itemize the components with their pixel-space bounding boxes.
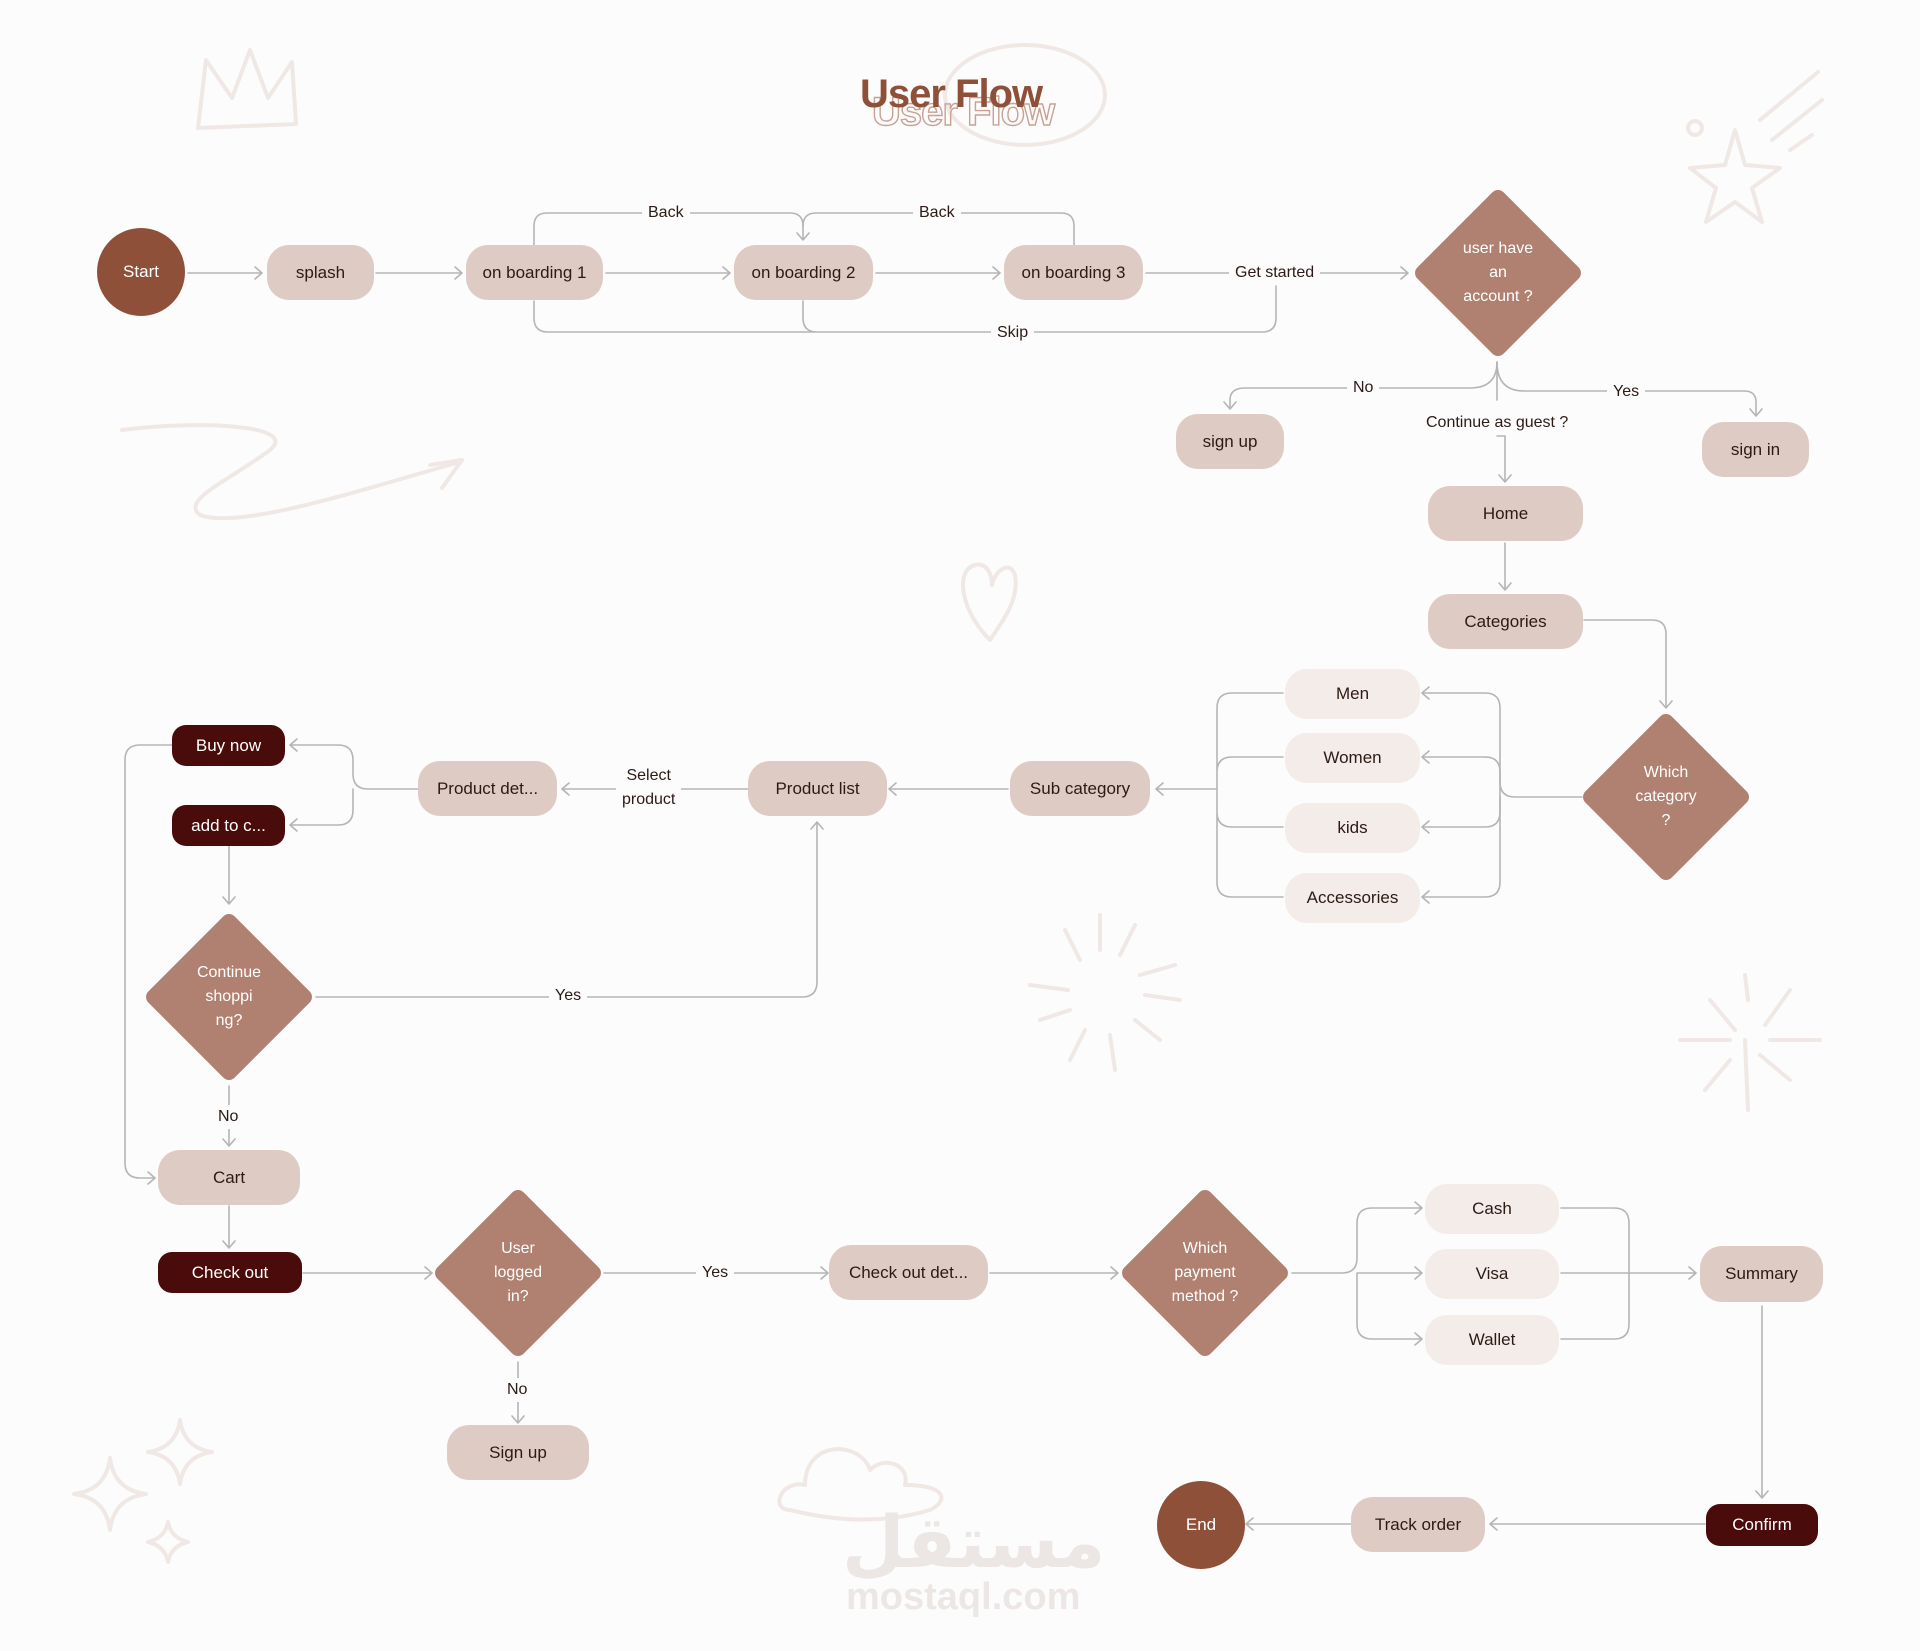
node-confirm[interactable]: Confirm <box>1706 1504 1818 1546</box>
edge-which-women <box>1421 750 1501 798</box>
edge-label-get-started: Get started <box>1229 261 1321 285</box>
edge-summary-confirm <box>1755 1305 1769 1499</box>
edge-label-no-account: No <box>1347 376 1380 400</box>
edge-men-sub <box>1155 692 1284 898</box>
node-sign-up-2[interactable]: Sign up <box>447 1425 589 1480</box>
edge-productdetails-buy <box>289 738 419 790</box>
edge-cart-checkout <box>222 1205 236 1249</box>
edge-sub-productlist <box>888 782 1009 796</box>
watermark-arabic: مستقل <box>842 1503 1106 1583</box>
edge-label-yes-logged: Yes <box>696 1261 735 1285</box>
crown-doodle <box>196 48 298 130</box>
node-onboarding-3[interactable]: on boarding 3 <box>1004 245 1143 300</box>
node-splash[interactable]: splash <box>267 245 374 300</box>
decision-has-account[interactable]: user have an account ? <box>1411 186 1585 360</box>
edge-label-select-product: Select product <box>616 764 682 812</box>
burst-doodle <box>1028 913 1182 1072</box>
edge-label-back-1: Back <box>642 201 690 225</box>
watermark-latin: mostaql.com <box>846 1576 1081 1618</box>
edge-label-back-2: Back <box>913 201 961 225</box>
node-accessories[interactable]: Accessories <box>1285 873 1420 923</box>
edge-buy-cart <box>124 744 173 1185</box>
edge-label-skip: Skip <box>991 321 1035 345</box>
node-end[interactable]: End <box>1157 1481 1245 1569</box>
node-sign-up[interactable]: sign up <box>1176 414 1284 469</box>
node-kids[interactable]: kids <box>1285 803 1420 853</box>
edge-onboarding1-onboarding2 <box>605 266 731 280</box>
node-onboarding-2[interactable]: on boarding 2 <box>734 245 873 300</box>
node-summary[interactable]: Summary <box>1700 1246 1823 1302</box>
edge-productdetails-add <box>289 788 354 832</box>
title-outline: User Flow <box>871 89 1056 134</box>
edge-checkoutdetails-payment <box>989 1266 1119 1280</box>
small-circle-doodle <box>1686 119 1704 137</box>
node-sign-in[interactable]: sign in <box>1702 422 1809 477</box>
node-check-out-details[interactable]: Check out det... <box>829 1245 988 1300</box>
decision-which-category[interactable]: Which category ? <box>1579 710 1753 884</box>
edge-continue-yes <box>315 821 824 998</box>
edge-checkout-logged <box>302 1266 433 1280</box>
edge-label-yes-continue: Yes <box>549 984 588 1008</box>
node-women[interactable]: Women <box>1285 733 1420 783</box>
edge-payment-methods <box>1291 1201 1423 1346</box>
decision-continue-shopping[interactable]: Continue shoppi ng? <box>142 910 316 1084</box>
decision-has-account-label: user have an account ? <box>1462 240 1534 305</box>
node-add-to-cart[interactable]: add to c... <box>172 805 285 846</box>
edge-decision-home <box>1496 361 1512 483</box>
edge-onboarding2-onboarding3 <box>875 266 1001 280</box>
edge-confirm-track <box>1489 1517 1706 1531</box>
edge-home-categories <box>1498 542 1512 591</box>
edge-back-3-2 <box>802 212 1075 246</box>
node-buy-now[interactable]: Buy now <box>172 725 285 766</box>
edge-start-splash <box>187 266 263 280</box>
edge-splash-onboarding1 <box>375 266 463 280</box>
edge-add-continue <box>222 842 236 905</box>
node-sub-category[interactable]: Sub category <box>1010 761 1150 816</box>
sparkles-doodle <box>72 1418 214 1564</box>
decision-which-category-label: Which category ? <box>1635 764 1697 829</box>
edge-which-men <box>1421 686 1583 798</box>
edge-skip <box>533 285 1277 333</box>
scribble-arrow-doodle <box>120 423 464 521</box>
page-title: User Flow <box>860 72 1043 116</box>
edge-label-no-continue: No <box>212 1105 245 1129</box>
edge-methods-summary <box>1560 1207 1697 1340</box>
node-product-details[interactable]: Product det... <box>418 761 557 816</box>
decision-continue-shopping-label: Continue shoppi ng? <box>196 964 262 1029</box>
edge-label-continue-guest: Continue as guest ? <box>1420 411 1575 435</box>
node-check-out[interactable]: Check out <box>158 1252 302 1293</box>
node-start[interactable]: Start <box>97 228 185 316</box>
node-track-order[interactable]: Track order <box>1351 1497 1485 1552</box>
node-visa[interactable]: Visa <box>1425 1249 1559 1299</box>
cloud-doodle <box>777 1447 944 1522</box>
title-oval-doodle <box>943 43 1107 147</box>
node-wallet[interactable]: Wallet <box>1425 1315 1559 1365</box>
node-onboarding-1[interactable]: on boarding 1 <box>466 245 603 300</box>
node-men[interactable]: Men <box>1285 669 1420 719</box>
heart-doodle <box>961 562 1018 642</box>
edge-label-no-logged: No <box>501 1378 534 1402</box>
node-product-list[interactable]: Product list <box>748 761 887 816</box>
decision-payment-method-label: Which payment method ? <box>1171 1240 1239 1305</box>
edge-decision-signup <box>1223 361 1498 410</box>
edge-track-end <box>1245 1517 1353 1531</box>
decision-payment-method[interactable]: Which payment method ? <box>1118 1186 1292 1360</box>
edge-which-kids <box>1421 796 1501 834</box>
node-categories[interactable]: Categories <box>1428 594 1583 649</box>
comet-doodle <box>1758 70 1824 152</box>
edge-which-accessories <box>1421 796 1501 904</box>
edge-decision-signin <box>1496 361 1763 417</box>
node-cart[interactable]: Cart <box>158 1150 300 1205</box>
star-doodle <box>1688 128 1782 224</box>
sparkle-burst-doodle <box>1678 973 1822 1112</box>
edge-label-yes-account: Yes <box>1607 380 1646 404</box>
decision-user-logged-in-label: User logged in? <box>493 1240 543 1305</box>
node-cash[interactable]: Cash <box>1425 1184 1559 1234</box>
edge-categories-which <box>1583 619 1673 709</box>
node-home[interactable]: Home <box>1428 486 1583 541</box>
decision-user-logged-in[interactable]: User logged in? <box>431 1186 605 1360</box>
